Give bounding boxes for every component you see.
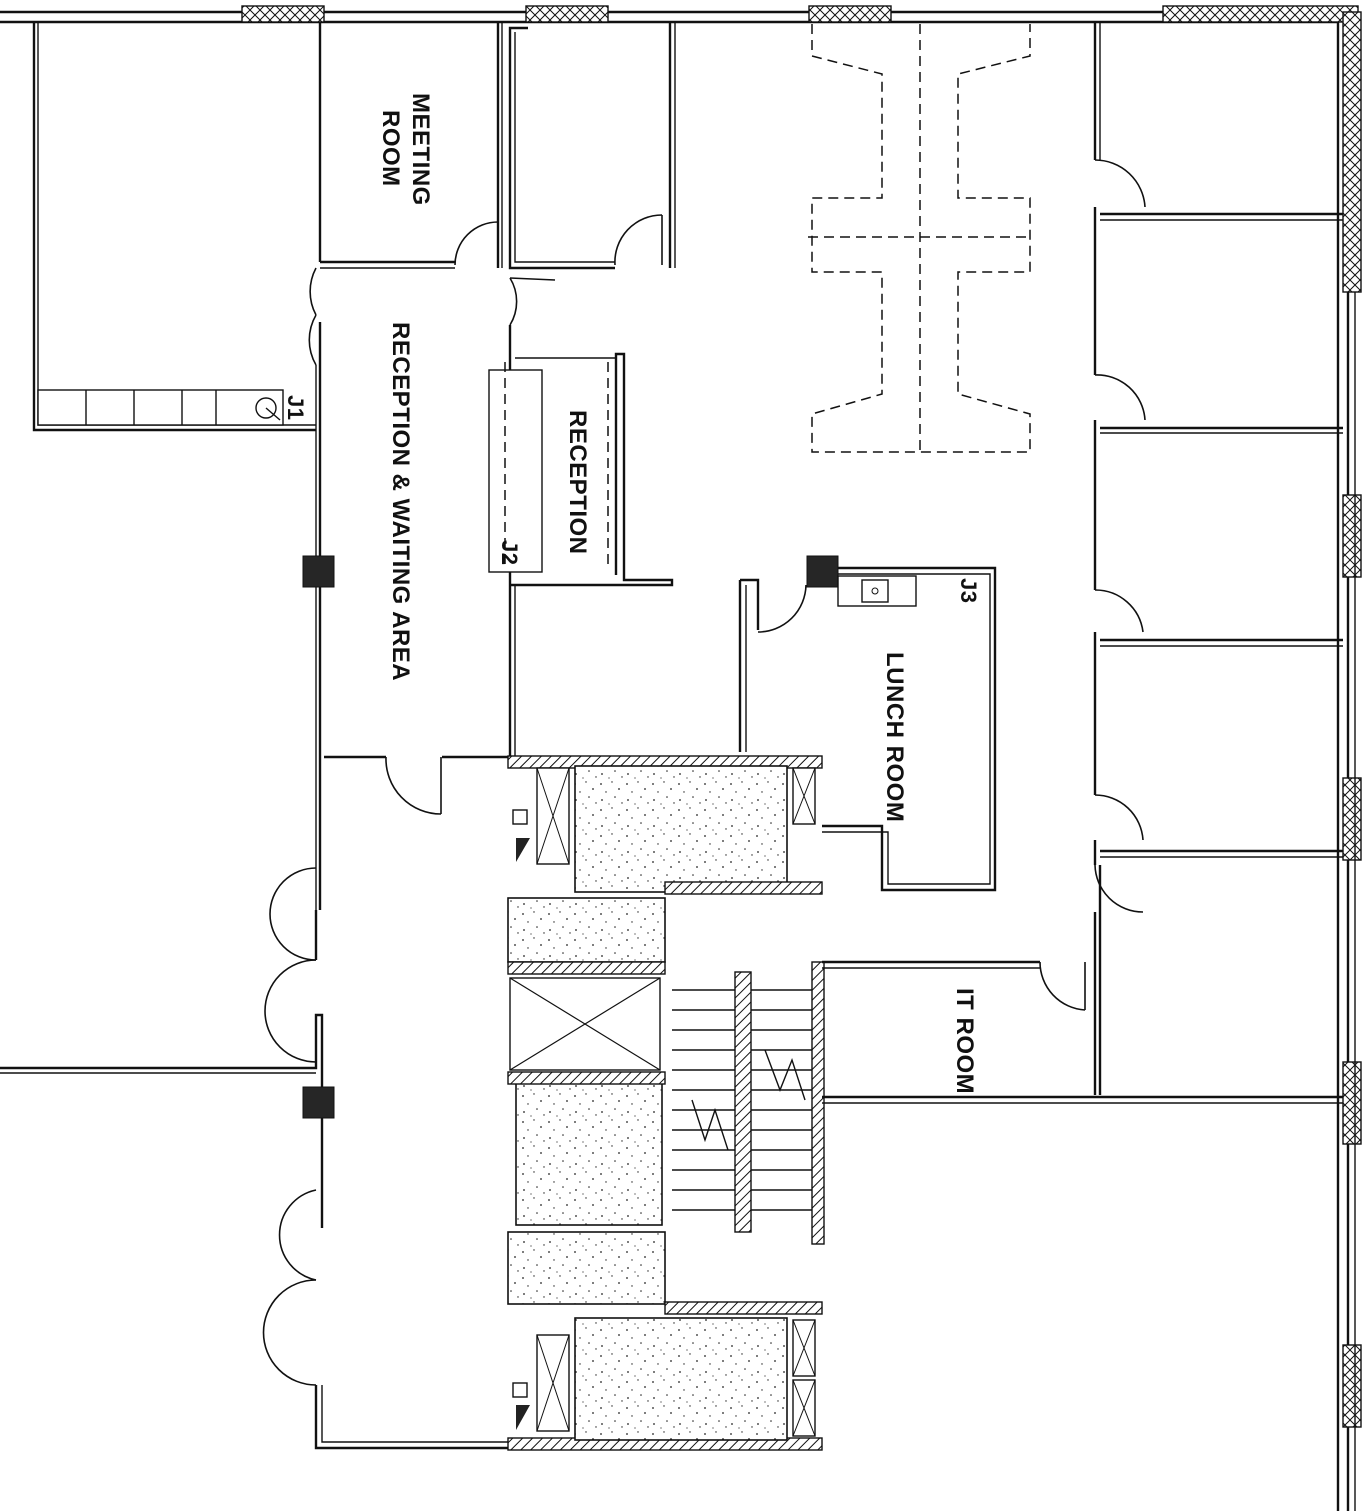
right-office-walls bbox=[1093, 22, 1343, 1095]
it-room-walls bbox=[822, 960, 1343, 1104]
workstations bbox=[808, 24, 1032, 453]
exterior-walls bbox=[0, 5, 1362, 1511]
bottom-left-walls bbox=[0, 867, 510, 1450]
tag-j3: J3 bbox=[956, 578, 981, 603]
building-core bbox=[507, 755, 825, 1451]
meeting-room-label-line1: MEETING bbox=[407, 93, 434, 206]
tag-j2: J2 bbox=[497, 540, 522, 565]
columns bbox=[302, 555, 839, 1119]
it-room-label: IT ROOM bbox=[951, 988, 978, 1094]
reception-label: RECEPTION bbox=[564, 410, 591, 555]
lunch-room-label: LUNCH ROOM bbox=[881, 652, 908, 822]
reception-walls bbox=[308, 267, 674, 815]
tag-j1: J1 bbox=[283, 395, 308, 420]
meeting-room-walls bbox=[320, 22, 503, 269]
left-office-walls bbox=[32, 22, 322, 910]
reception-waiting-label: RECEPTION & WAITING AREA bbox=[387, 322, 414, 681]
lunch-room-walls bbox=[738, 566, 997, 892]
room-labels: MEETING ROOM RECEPTION & WAITING AREA RE… bbox=[283, 93, 981, 1094]
small-office-walls bbox=[508, 22, 676, 326]
meeting-room-label-line2: ROOM bbox=[377, 110, 404, 187]
